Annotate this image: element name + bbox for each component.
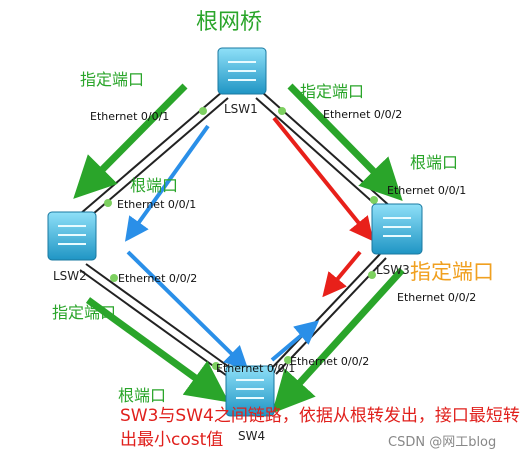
arrow-designated-lsw2-down [85,297,229,403]
port-lsw3-top: Ethernet 0/0/1 [387,184,467,197]
switch-lsw2-icon [47,211,97,261]
role-lsw2-designated: 指定端口 [52,303,117,322]
port-lsw4-right: Ethernet 0/0/2 [290,355,370,368]
arrow-designated-lsw1-right [287,83,403,201]
arrow-root-lsw2 [125,124,210,242]
arrow-root-lsw4 [126,250,249,371]
port-lsw2-top: Ethernet 0/0/1 [117,198,197,211]
arrow-root-lsw3 [272,116,374,242]
arrow-designated-lsw1-left [73,83,188,199]
switch-lsw3-name: LSW3 [376,263,410,277]
explanation-note: SW3与SW4之间链路，依据从根转发出，接口最短转出最小cost值 [120,406,520,450]
role-lsw2-root: 根端口 [130,176,179,195]
switch-lsw1-name: LSW1 [224,102,258,116]
role-lsw3-designated: 指定端口 [410,260,494,284]
port-lsw1-left: Ethernet 0/0/1 [90,110,170,123]
switch-lsw4-name: SW4 [238,429,266,443]
link-lsw2-lsw4 [79,263,237,379]
role-lsw1-left: 指定端口 [80,70,145,89]
port-lsw1-right: Ethernet 0/0/2 [323,108,403,121]
switch-lsw2-name: LSW2 [53,269,87,283]
port-lsw4-left: Ethernet 0/0/1 [216,362,296,375]
arrow-designated-lsw3-down [271,267,405,414]
link-lsw3-lsw4 [269,253,387,375]
root-bridge-label: 根网桥 [196,10,263,35]
arrow-blue-lsw4-up [270,320,320,362]
role-lsw1-right: 指定端口 [300,82,365,101]
port-lsw2-bottom: Ethernet 0/0/2 [118,272,198,285]
role-lsw3-root: 根端口 [410,153,459,172]
switch-lsw4-icon [225,365,275,417]
port-dots [104,107,378,370]
watermark: CSDN @网工blog [388,435,497,450]
role-lsw4-root: 根端口 [118,386,167,405]
switch-lsw3-icon [371,203,423,255]
arrow-red-lsw3-down [322,250,362,298]
port-lsw3-bottom: Ethernet 0/0/2 [397,291,477,304]
switch-lsw1-icon [217,47,267,95]
